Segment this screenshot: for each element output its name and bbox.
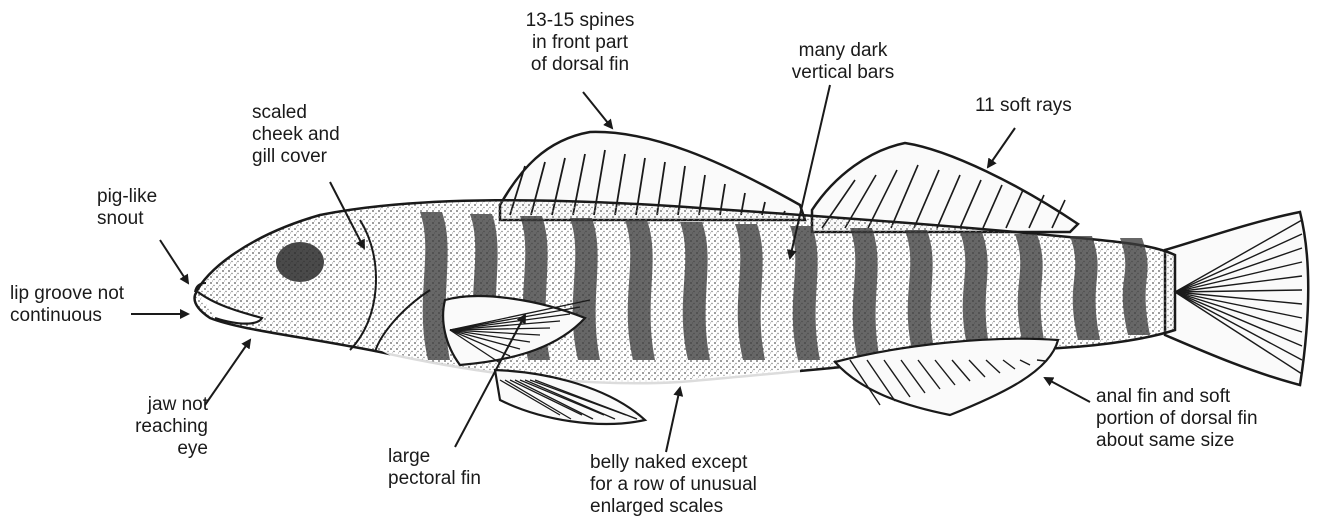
label-anal: anal fin and soft portion of dorsal fin … bbox=[1096, 386, 1258, 452]
eye bbox=[276, 242, 324, 282]
label-cheek-line3: gill cover bbox=[252, 146, 340, 168]
label-cheek: scaled cheek and gill cover bbox=[252, 102, 340, 168]
label-pectoral: large pectoral fin bbox=[388, 446, 481, 490]
label-jaw-line3: eye bbox=[100, 438, 208, 460]
anal-ray bbox=[1037, 360, 1045, 361]
label-spines-line2: in front part bbox=[505, 32, 655, 54]
label-lip-line1: lip groove not bbox=[10, 283, 124, 305]
label-bars: many dark vertical bars bbox=[768, 40, 918, 84]
label-soft-rays-line1: 11 soft rays bbox=[975, 95, 1072, 117]
arrow-snout bbox=[160, 240, 188, 283]
label-pectoral-line1: large bbox=[388, 446, 481, 468]
label-bars-line2: vertical bars bbox=[768, 62, 918, 84]
arrow-spines bbox=[583, 92, 612, 128]
label-cheek-line1: scaled bbox=[252, 102, 340, 124]
label-jaw-line1: jaw not bbox=[100, 394, 208, 416]
label-belly: belly naked except for a row of unusual … bbox=[590, 452, 757, 518]
label-snout: pig-like snout bbox=[97, 186, 157, 230]
label-spines-line3: of dorsal fin bbox=[505, 54, 655, 76]
label-anal-line2: portion of dorsal fin bbox=[1096, 408, 1258, 430]
arrow-soft-rays bbox=[988, 128, 1015, 167]
label-lip-line2: continuous bbox=[10, 305, 124, 327]
label-anal-line1: anal fin and soft bbox=[1096, 386, 1258, 408]
label-belly-line1: belly naked except bbox=[590, 452, 757, 474]
label-soft-rays: 11 soft rays bbox=[975, 95, 1072, 117]
label-jaw: jaw not reaching eye bbox=[100, 394, 208, 460]
label-anal-line3: about same size bbox=[1096, 430, 1258, 452]
label-belly-line3: enlarged scales bbox=[590, 496, 757, 518]
label-snout-line1: pig-like bbox=[97, 186, 157, 208]
label-bars-line1: many dark bbox=[768, 40, 918, 62]
arrow-belly bbox=[666, 388, 680, 452]
label-spines-line1: 13-15 spines bbox=[505, 10, 655, 32]
arrow-jaw bbox=[205, 340, 250, 405]
label-spines: 13-15 spines in front part of dorsal fin bbox=[505, 10, 655, 76]
label-belly-line2: for a row of unusual bbox=[590, 474, 757, 496]
label-snout-line2: snout bbox=[97, 208, 157, 230]
arrow-anal bbox=[1045, 378, 1090, 402]
label-cheek-line2: cheek and bbox=[252, 124, 340, 146]
label-pectoral-line2: pectoral fin bbox=[388, 468, 481, 490]
label-jaw-line2: reaching bbox=[100, 416, 208, 438]
label-lip: lip groove not continuous bbox=[10, 283, 124, 327]
